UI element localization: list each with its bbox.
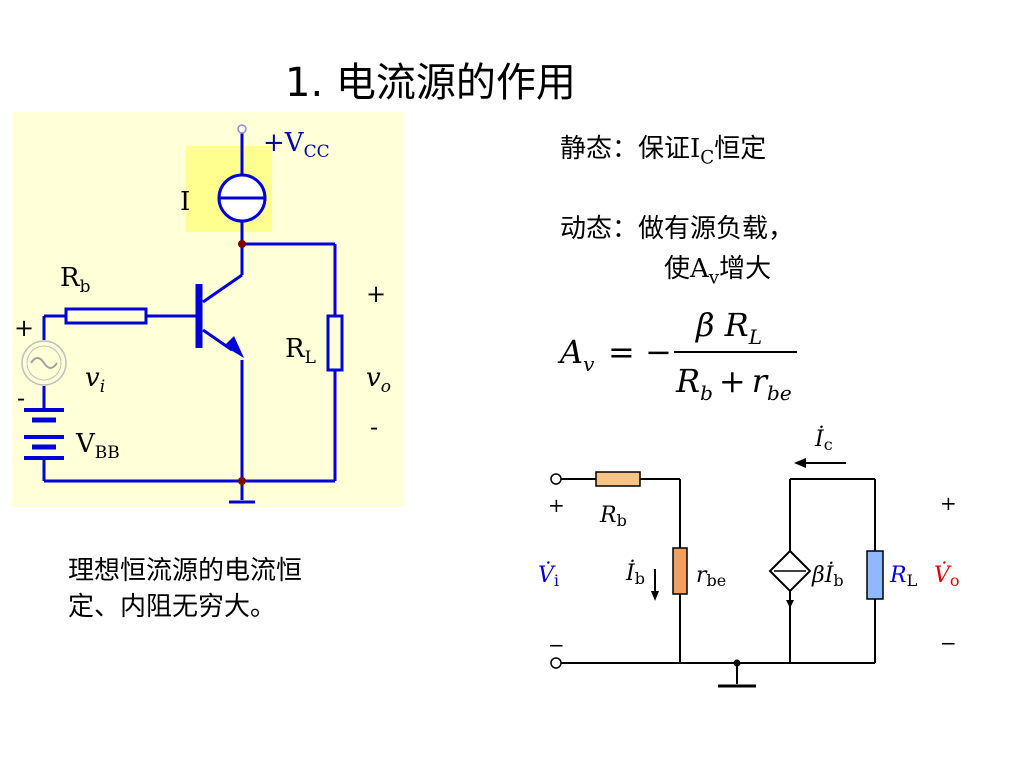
dynamic-av: A (690, 254, 709, 284)
static-ic: I (690, 134, 701, 164)
vcc-label: +VCC (263, 128, 330, 162)
page-title: 1. 电流源的作用 (285, 60, 576, 106)
ss-rb-label: Rb (599, 503, 627, 530)
dynamic-line2a: 使 (664, 254, 691, 284)
wires (42, 133, 337, 504)
small-signal-circuit: + − + − İc Rb İb rbe βİb RL V̇i V̇o (538, 425, 960, 688)
output-plus-sign: + (366, 280, 386, 308)
left-circuit: +VCC I Rb RL + - vi VBB + vo - (12, 112, 404, 507)
ss-rl-resistor (866, 550, 884, 600)
junction-nodes (238, 240, 246, 485)
formula-numerator: β RL (695, 306, 762, 349)
input-plus-sign: + (14, 314, 34, 342)
vbb-label: VBB (75, 429, 120, 463)
static-tail: 恒定 (714, 134, 767, 164)
gain-formula: Av = − β RL Rb+rbe (557, 306, 797, 405)
ac-source-icon (21, 340, 67, 386)
battery-icon (24, 408, 64, 460)
ss-plus-right: + (940, 491, 957, 515)
formula-denominator: Rb+rbe (675, 362, 792, 405)
ss-dependent-label: βİb (811, 561, 844, 590)
ib-arrow-icon (651, 591, 659, 601)
dynamic-av-sub: v (708, 267, 720, 289)
formula-lhs: Av (557, 333, 595, 376)
dynamic-line2b: 增大 (719, 254, 772, 284)
ss-rb-resistor (595, 471, 641, 487)
current-source-icon (217, 173, 267, 223)
static-ic-sub: C (700, 147, 715, 169)
dynamic-note-line1: 动态：做有源负载， (560, 214, 795, 244)
vo-label: vo (366, 363, 391, 397)
rb-label: Rb (60, 263, 91, 297)
ss-rbe-resistor (672, 547, 688, 595)
ic-arrow-icon (794, 458, 806, 468)
rl-resistor (326, 314, 344, 372)
static-note: 静态：保证IC恒定 (560, 128, 766, 168)
ss-ic-label: İc (814, 425, 833, 454)
rl-label: RL (285, 334, 316, 368)
input-terminal-bottom (550, 657, 562, 669)
ss-rbe-label: rbe (696, 563, 726, 590)
transistor-icon (195, 284, 244, 358)
ss-vi-label: V̇i (538, 562, 559, 590)
ss-ib-label: İb (625, 559, 645, 588)
vi-label: vi (85, 363, 105, 397)
ss-minus-left: − (548, 633, 565, 657)
ss-minus-right: − (940, 631, 957, 655)
caption-line2: 定、内阻无穷大。 (68, 592, 277, 622)
input-minus-sign: - (17, 384, 25, 412)
ground-node (733, 659, 741, 667)
dynamic-note-line2: 使Av增大 (664, 248, 771, 288)
formula-equals: = − (608, 333, 672, 371)
ss-plus-left: + (548, 493, 565, 517)
vcc-terminal (237, 124, 247, 134)
ss-rl-label: RL (889, 563, 918, 590)
caption-line1: 理想恒流源的电流恒 (68, 556, 303, 586)
ss-vo-label: V̇o (934, 562, 960, 590)
input-terminal-top (550, 473, 562, 485)
static-label: 静态：保证 (560, 134, 691, 164)
output-minus-sign: - (370, 413, 378, 441)
rb-resistor (64, 307, 148, 325)
current-source-label: I (180, 187, 190, 217)
